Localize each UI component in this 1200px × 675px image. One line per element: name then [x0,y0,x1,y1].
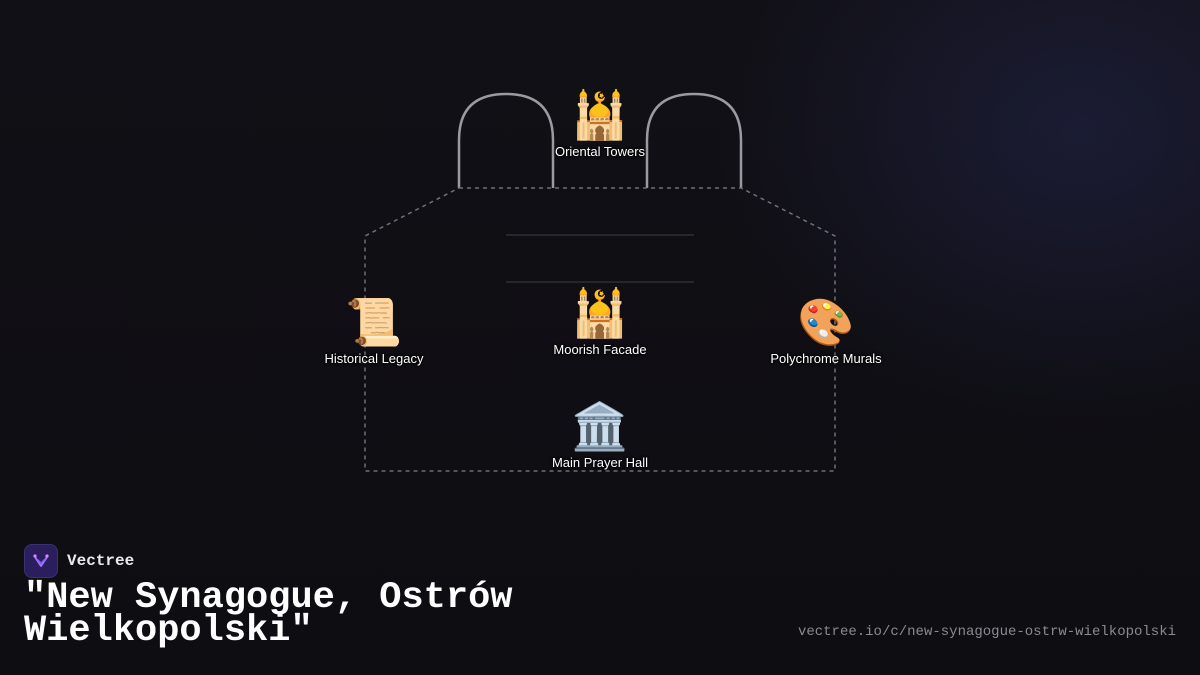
mosque-icon: 🕌 [571,88,629,142]
mosque-icon: 🕌 [571,286,629,340]
scroll-icon: 📜 [345,295,403,349]
moorish-facade-label: Moorish Facade [553,342,647,357]
main-prayer-hall-label: Main Prayer Hall [551,455,649,470]
palette-icon: 🎨 [797,295,855,349]
right-tower-arch [645,92,743,188]
source-url[interactable]: vectree.io/c/new-synagogue-ostrw-wielkop… [797,624,1176,640]
brand[interactable]: Vectree [24,544,134,578]
left-tower-arch [457,92,555,188]
polychrome-murals-label: Polychrome Murals [770,351,882,366]
vectree-logo-icon [24,544,58,578]
page-title: "New Synagogue, Ostrów Wielkopolski" [24,577,513,652]
node-moorish-facade: 🕌 Moorish Facade [553,286,646,357]
node-oriental-towers: 🕌 Oriental Towers [555,88,645,159]
classical-building-icon: 🏛️ [571,399,629,453]
node-historical-legacy: 📜 Historical Legacy [325,295,424,366]
building-outline [364,187,836,472]
node-main-prayer-hall: 🏛️ Main Prayer Hall [552,399,648,470]
oriental-towers-label: Oriental Towers [554,144,646,159]
historical-legacy-label: Historical Legacy [324,351,424,366]
node-polychrome-murals: 🎨 Polychrome Murals [770,295,881,366]
brand-name: Vectree [67,552,135,570]
